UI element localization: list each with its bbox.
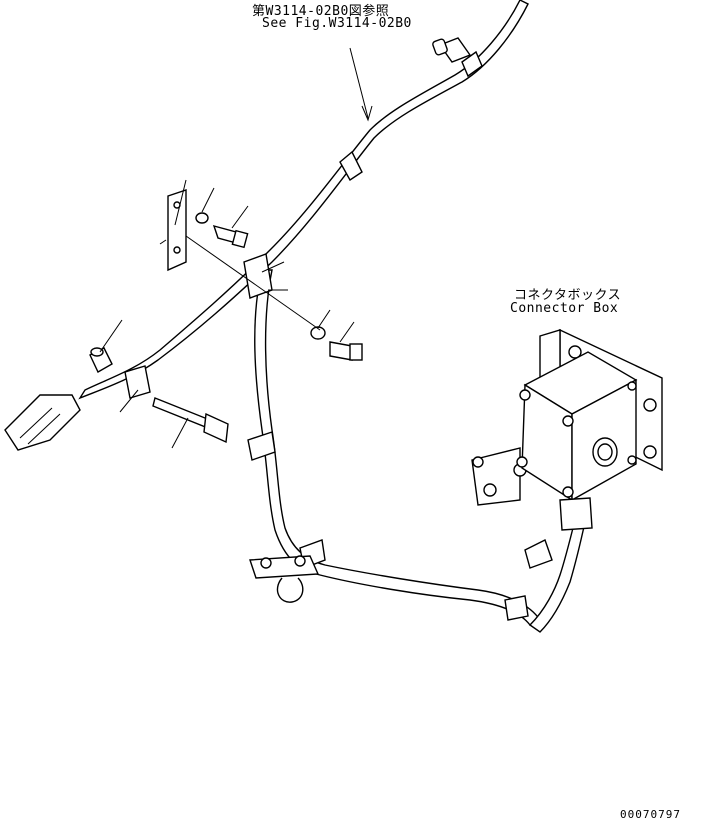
connector-box-label-english: Connector Box (510, 301, 619, 316)
left-connector (4, 394, 81, 451)
drawing-number: 00070797 (620, 808, 681, 821)
washer-bolt-1 (195, 212, 249, 249)
top-connector (432, 37, 472, 63)
reference-note-japanese: 第W3114-02B0図参照 (252, 4, 390, 19)
bracket-plate (159, 189, 187, 272)
long-bolt (152, 397, 229, 444)
ground-terminal (249, 555, 320, 603)
connector-box-label-japanese: コネクタボックス (514, 288, 622, 303)
leader-lines (99, 47, 373, 449)
harness-clamps (124, 50, 529, 621)
washer-bolt-2 (310, 326, 363, 361)
spacer-bushing (89, 347, 113, 373)
main-harness (78, 0, 586, 633)
harness-clip (524, 539, 553, 569)
connector-box (516, 351, 638, 531)
reference-note-english: See Fig.W3114-02B0 (262, 16, 412, 31)
